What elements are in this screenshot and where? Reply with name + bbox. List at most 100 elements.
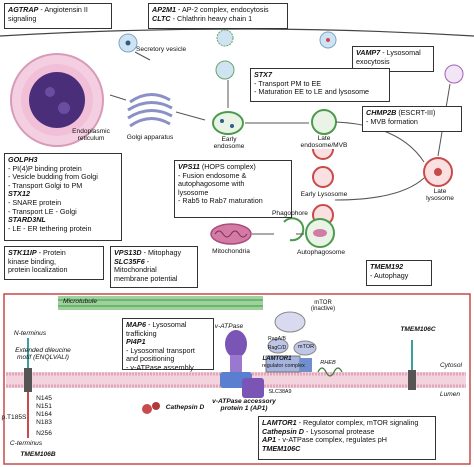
v-atpase-icon: [220, 330, 264, 398]
label-n-terminus: N-terminus: [13, 330, 47, 337]
chmp2b-box: CHMP2B (ESCRT-III) - MVB formation: [362, 106, 462, 132]
phagophore-icon: [283, 217, 305, 242]
late-endosome-icon: [311, 109, 337, 135]
nucleus-er-icon: [10, 53, 104, 147]
cltc-desc: - Chlathrin heavy chain 1: [172, 13, 253, 23]
label-raga: RagA/B: [268, 336, 286, 342]
lamtor1-l1: - Regulator complex, mTOR signaling: [298, 418, 419, 427]
label-tmem106c: TMEM106C: [400, 326, 436, 333]
cell-membrane-arc: [0, 28, 474, 37]
map6-box: MAP6 - Lysosomal trafficking PI4P1 - Lys…: [122, 318, 214, 372]
stx7-l1: - Transport PM to EE: [254, 78, 322, 88]
label-early-lysosome: Early Lysosome: [300, 191, 348, 198]
label-microtubule: Microtubule: [62, 298, 98, 305]
vps11-gene: VPS11: [178, 162, 200, 171]
golph3-l1: - PI(4)P binding protein: [8, 163, 82, 173]
agtrap-box: AGTRAP - Angiotensin II signaling: [4, 3, 112, 29]
map6-l1: - Lysosomal: [147, 320, 187, 329]
vps13d-box: VPS13D - Mitophagy SLC35F6 - Mitochondri…: [110, 246, 198, 288]
cathepsin-l2: - Lysosomal protease: [305, 426, 375, 436]
stk11ip-gene: STK11IP: [8, 248, 37, 257]
exocytosis-vesicle-icon: [319, 31, 337, 49]
pi4p1-l4: and positioning: [126, 354, 175, 364]
pi4p1-gene: PI4P1: [126, 337, 146, 347]
slc35f6-l4: membrane potential: [114, 273, 178, 283]
label-dileucine-motif: Extended dileucine motif (ENQLVALI): [15, 347, 71, 361]
tmem192-l1: - Autophagy: [370, 270, 409, 280]
agtrap-desc: - Angiotensin II: [40, 5, 88, 14]
label-lamtor1: LAMTOR1: [262, 356, 292, 362]
map6-gene: MAP6: [126, 320, 146, 329]
stx7-l2: - Maturation EE to LE and lysosome: [254, 87, 370, 97]
label-mitochondria: Mitochondria: [212, 248, 250, 255]
slc35f6-l2: -: [146, 256, 150, 266]
stx12-l5: - Transport LE - Golgi: [8, 206, 77, 216]
early-endosome-icon: [212, 111, 244, 135]
vps11-suffix: (HOPS complex): [201, 162, 256, 171]
cltc-gene: CLTC: [152, 13, 171, 23]
slc35f6-gene: SLC35F6: [114, 256, 145, 266]
golph3-box: GOLPH3 - PI(4)P binding protein - Vesicl…: [4, 153, 122, 241]
tmem106c-icon: [408, 340, 416, 390]
stk11ip-l3: protein localization: [8, 265, 68, 275]
vamp7-desc: - Lysosomal: [382, 48, 421, 57]
vamp7-gene: VAMP7: [356, 48, 381, 57]
label-n145: N145: [36, 395, 52, 402]
vps13d-gene: VPS13D: [114, 248, 142, 257]
label-golgi: Golgi apparatus: [126, 134, 174, 141]
vamp7-desc2: exocytosis: [356, 56, 390, 66]
vps11-l2: autophagosome with: [178, 179, 245, 189]
label-n151: N151: [36, 403, 52, 410]
label-regulator: regulator complex: [262, 363, 305, 369]
autophagosome-icon: [305, 218, 335, 248]
cathepsin-d-icon: [142, 402, 160, 414]
label-rheb: RHEB: [320, 360, 336, 366]
tmem106b-icon: [24, 338, 32, 438]
label-vatpase-ap1: v-ATPase accessory protein 1 (AP1): [212, 398, 276, 412]
ap2m1-desc: - AP-2 complex, endocytosis: [177, 5, 269, 14]
slc35f6-l3: Mitochondrial: [114, 265, 157, 275]
label-n256: N256: [36, 430, 52, 437]
mtor-complex-icon: [265, 311, 343, 377]
endocytic-vesicle-icon: [215, 29, 235, 80]
stk11ip-l2: kinase binding,: [8, 256, 56, 266]
label-phagophore: Phagophore: [272, 210, 308, 217]
label-n183: N183: [36, 419, 52, 426]
ap1-gene: AP1: [262, 435, 276, 445]
tmem192-box: TMEM192 - Autophagy: [366, 260, 432, 286]
chmp2b-gene: CHMP2B: [366, 108, 397, 117]
stard3nl-gene: STARD3NL: [8, 215, 46, 225]
chmp2b-suffix: (ESCRT-III): [398, 108, 436, 117]
label-t185s: p.T185S: [1, 414, 27, 421]
label-ragc: RagC/D: [267, 345, 287, 351]
late-lysosome-icon: [423, 157, 453, 187]
label-mtor-inactive: mTOR (inactive): [310, 300, 336, 312]
lamtor1-box: LAMTOR1 - Regulator complex, mTOR signal…: [258, 416, 436, 460]
agtrap-desc2: signaling: [8, 13, 37, 23]
map6-l2: trafficking: [126, 328, 157, 338]
pi4p1-l5: - v-ATPase assembly: [126, 362, 194, 372]
vps11-l4: - Rab5 to Rab7 maturation: [178, 196, 263, 206]
ap2m1-cltc-box: AP2M1 - AP-2 complex, endocytosis CLTC -…: [148, 3, 288, 29]
label-early-endosome: Early endosome: [213, 136, 245, 150]
secretory-vesicle-icon: [118, 33, 138, 53]
label-cathepsin-d: Cathepsin D: [165, 404, 205, 411]
tmem192-gene: TMEM192: [370, 262, 404, 271]
label-secretory-vesicle: Secretory vesicle: [136, 46, 187, 53]
label-v-atpase: v-ATPase: [214, 323, 244, 330]
vps11-l1: - Fusion endosome &: [178, 170, 247, 180]
chmp2b-l1: - MVB formation: [366, 116, 418, 126]
label-slc38a9: SLC38A9: [268, 389, 292, 395]
exocytosed-vesicle-icon: [444, 64, 464, 84]
ap1-l3: - v-ATPase complex, regulates pH: [277, 435, 387, 445]
label-lumen: Lumen: [439, 391, 461, 398]
label-autophagosome: Autophagosome: [296, 249, 346, 256]
vps11-l3: lysosome: [178, 187, 209, 197]
stx7-gene: STX7: [254, 70, 272, 79]
lamtor1-gene: LAMTOR1: [262, 418, 297, 427]
label-mtor: mTOR: [297, 344, 315, 350]
label-cytosol: Cytosol: [440, 362, 462, 369]
pi4p1-l3: - Lysosomal transport: [126, 345, 195, 355]
golph3-gene: GOLPH3: [8, 155, 38, 164]
